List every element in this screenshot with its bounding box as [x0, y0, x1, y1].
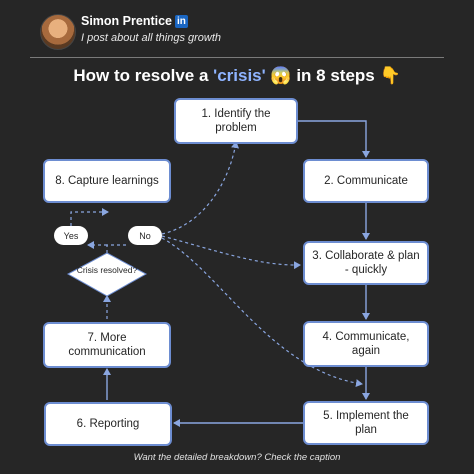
step-3-box: 3. Collaborate & plan - quickly [303, 241, 429, 285]
yes-pill: Yes [54, 226, 88, 245]
author-tagline: I post about all things growth [81, 32, 222, 44]
step-7-box: 7. More communication [43, 322, 171, 368]
step-4-box: 4. Communicate, again [303, 321, 429, 367]
footer-caption: Want the detailed breakdown? Check the c… [133, 452, 341, 463]
step-5-box: 5. Implement the plan [303, 401, 429, 445]
title-prefix: How to resolve a [73, 66, 214, 85]
author-name-row: Simon Prentice in [81, 14, 188, 28]
decision-diamond [66, 252, 148, 297]
author-header: Simon Prentice in I post about all thing… [0, 0, 474, 56]
avatar [40, 14, 76, 50]
title-highlight: 'crisis' [213, 66, 266, 85]
author-name: Simon Prentice [81, 14, 172, 28]
point-down-emoji: 👇 [379, 66, 401, 85]
arrow-decision-to-no [106, 244, 128, 253]
arrow-no-to-5 [161, 237, 363, 388]
header-divider [30, 57, 444, 58]
scream-emoji: 😱 [270, 66, 292, 85]
no-pill: No [128, 226, 162, 245]
arrow-no-to-3 [161, 235, 301, 270]
step-2-box: 2. Communicate [303, 159, 429, 203]
arrow-yes-to-8 [70, 208, 109, 226]
title-suffix: in 8 steps [291, 66, 380, 85]
decision-label: Crisis resolved? [76, 265, 138, 275]
step-8-box: 8. Capture learnings [43, 159, 171, 203]
arrow-no-to-1 [161, 141, 240, 235]
step-1-box: 1. Identify the problem [174, 98, 298, 144]
linkedin-icon: in [175, 14, 188, 28]
arrow-1-to-2 [298, 120, 370, 158]
step-6-box: 6. Reporting [44, 402, 172, 446]
page-title: How to resolve a 'crisis' 😱 in 8 steps 👇 [0, 66, 474, 86]
